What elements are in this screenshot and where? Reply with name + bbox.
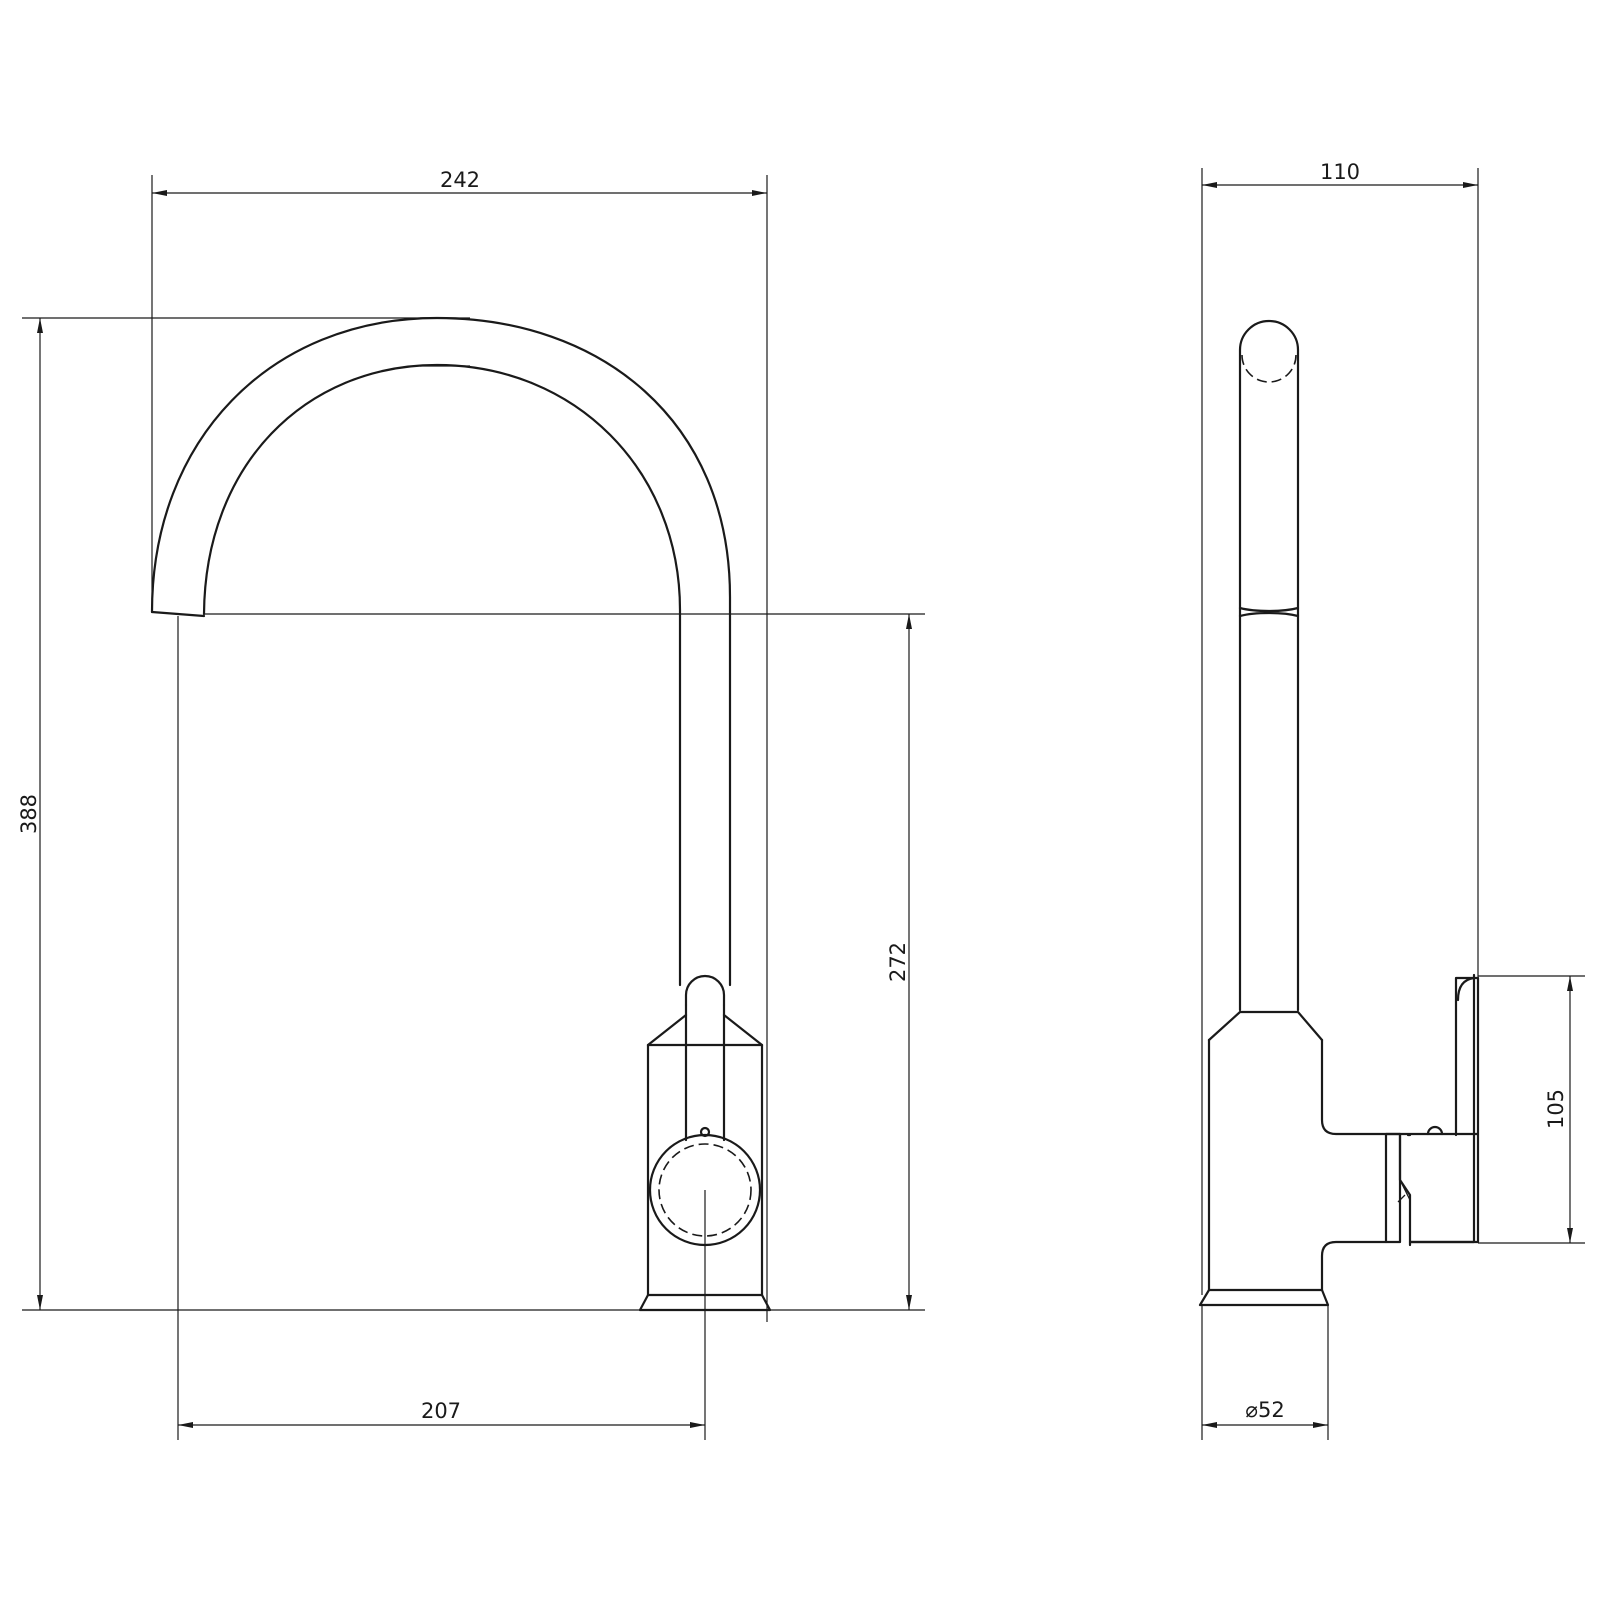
- dimension-lines: 242 388 272 207 110 105: [17, 160, 1585, 1440]
- spout-top-seam: [420, 317, 470, 367]
- side-shoulder: [1207, 1010, 1324, 1042]
- arrow-388-bottom: [37, 1295, 43, 1310]
- arrow-110-left: [1202, 182, 1217, 188]
- arrow-110-right: [1463, 182, 1478, 188]
- dim-label-388: 388: [17, 794, 41, 834]
- body-shoulder: [646, 1013, 764, 1047]
- knob-indicator: [699, 1126, 711, 1138]
- arrow-272-top: [906, 614, 912, 629]
- lever-stem-shaft: [684, 1003, 726, 1142]
- arrow-207-left: [178, 1422, 193, 1428]
- dim-label-110: 110: [1320, 160, 1360, 184]
- arrow-242-right: [752, 190, 767, 196]
- side-cartridge-detail: [1397, 1179, 1411, 1242]
- lever-stem: [684, 974, 726, 1007]
- arrow-52-left: [1202, 1422, 1217, 1428]
- side-view: [1198, 319, 1480, 1307]
- control-knob-dashed: [658, 1143, 752, 1237]
- front-view: [150, 316, 772, 1312]
- dim-label-272: 272: [886, 942, 910, 982]
- dim-label-105: 105: [1544, 1089, 1568, 1129]
- dim-label-242: 242: [440, 168, 480, 192]
- side-handle-outline: [1398, 976, 1480, 1244]
- spout-outlet: [150, 610, 206, 618]
- arrow-105-bottom: [1567, 1228, 1573, 1243]
- dim-label-52: ⌀52: [1245, 1398, 1284, 1422]
- arrow-272-bottom: [906, 1295, 912, 1310]
- arrow-242-left: [152, 190, 167, 196]
- spout-outer-contour: [150, 316, 732, 987]
- side-handle-pin: [1426, 1125, 1444, 1136]
- side-cartridge: [1384, 1132, 1402, 1244]
- diameter-symbol: ⌀: [1245, 1398, 1258, 1422]
- spout-inner-contour: [202, 363, 682, 987]
- arrow-388-top: [37, 318, 43, 333]
- side-spout-tube: [1238, 319, 1300, 1012]
- side-handle: [1406, 973, 1476, 1247]
- dim-label-207: 207: [421, 1399, 461, 1423]
- arrow-52-right: [1313, 1422, 1328, 1428]
- side-base-flange: [1198, 1288, 1330, 1307]
- arrow-105-top: [1567, 976, 1573, 991]
- side-spout-ring: [1238, 606, 1300, 618]
- side-spout-tip-dashed: [1241, 354, 1297, 383]
- side-body: [1207, 1038, 1402, 1292]
- arrow-207-right: [690, 1422, 705, 1428]
- diameter-value: 52: [1258, 1398, 1285, 1422]
